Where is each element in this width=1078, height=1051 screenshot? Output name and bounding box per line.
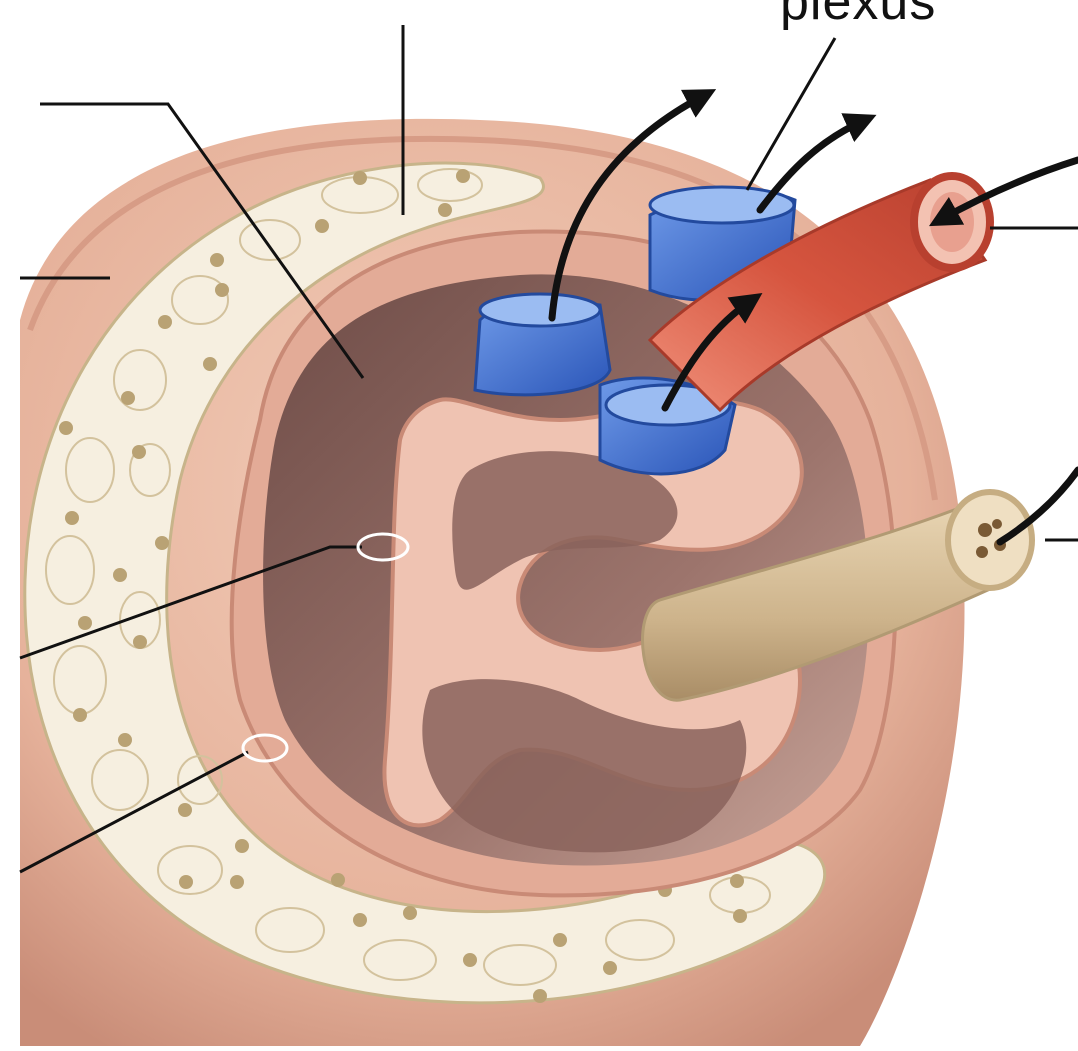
gland-openings bbox=[241, 532, 410, 763]
fold-pocket-lower bbox=[422, 679, 747, 853]
leader-line-4 bbox=[745, 37, 837, 191]
leader-line-8 bbox=[19, 750, 249, 874]
leader-line-7 bbox=[19, 545, 362, 660]
cartilage-nuclei bbox=[59, 169, 747, 1003]
arrow-vein-in-3 bbox=[661, 292, 763, 412]
arrow-vein-out-1 bbox=[548, 89, 717, 322]
leader-lines bbox=[19, 25, 1078, 874]
nerve-cross-section bbox=[945, 489, 1035, 591]
cartilage-cells bbox=[45, 168, 771, 986]
flow-arrows bbox=[548, 89, 1078, 546]
arrow-artery-in bbox=[928, 156, 1078, 227]
cartilage-ring bbox=[23, 161, 827, 1005]
arrow-vein-out-2 bbox=[756, 113, 877, 214]
leader-line-1 bbox=[40, 102, 365, 379]
label-plexus: plexus bbox=[780, 0, 937, 31]
fold-pocket-upper bbox=[452, 451, 678, 590]
outer-rim bbox=[27, 135, 938, 501]
nerve bbox=[641, 498, 1012, 702]
arrow-nerve bbox=[996, 466, 1078, 546]
